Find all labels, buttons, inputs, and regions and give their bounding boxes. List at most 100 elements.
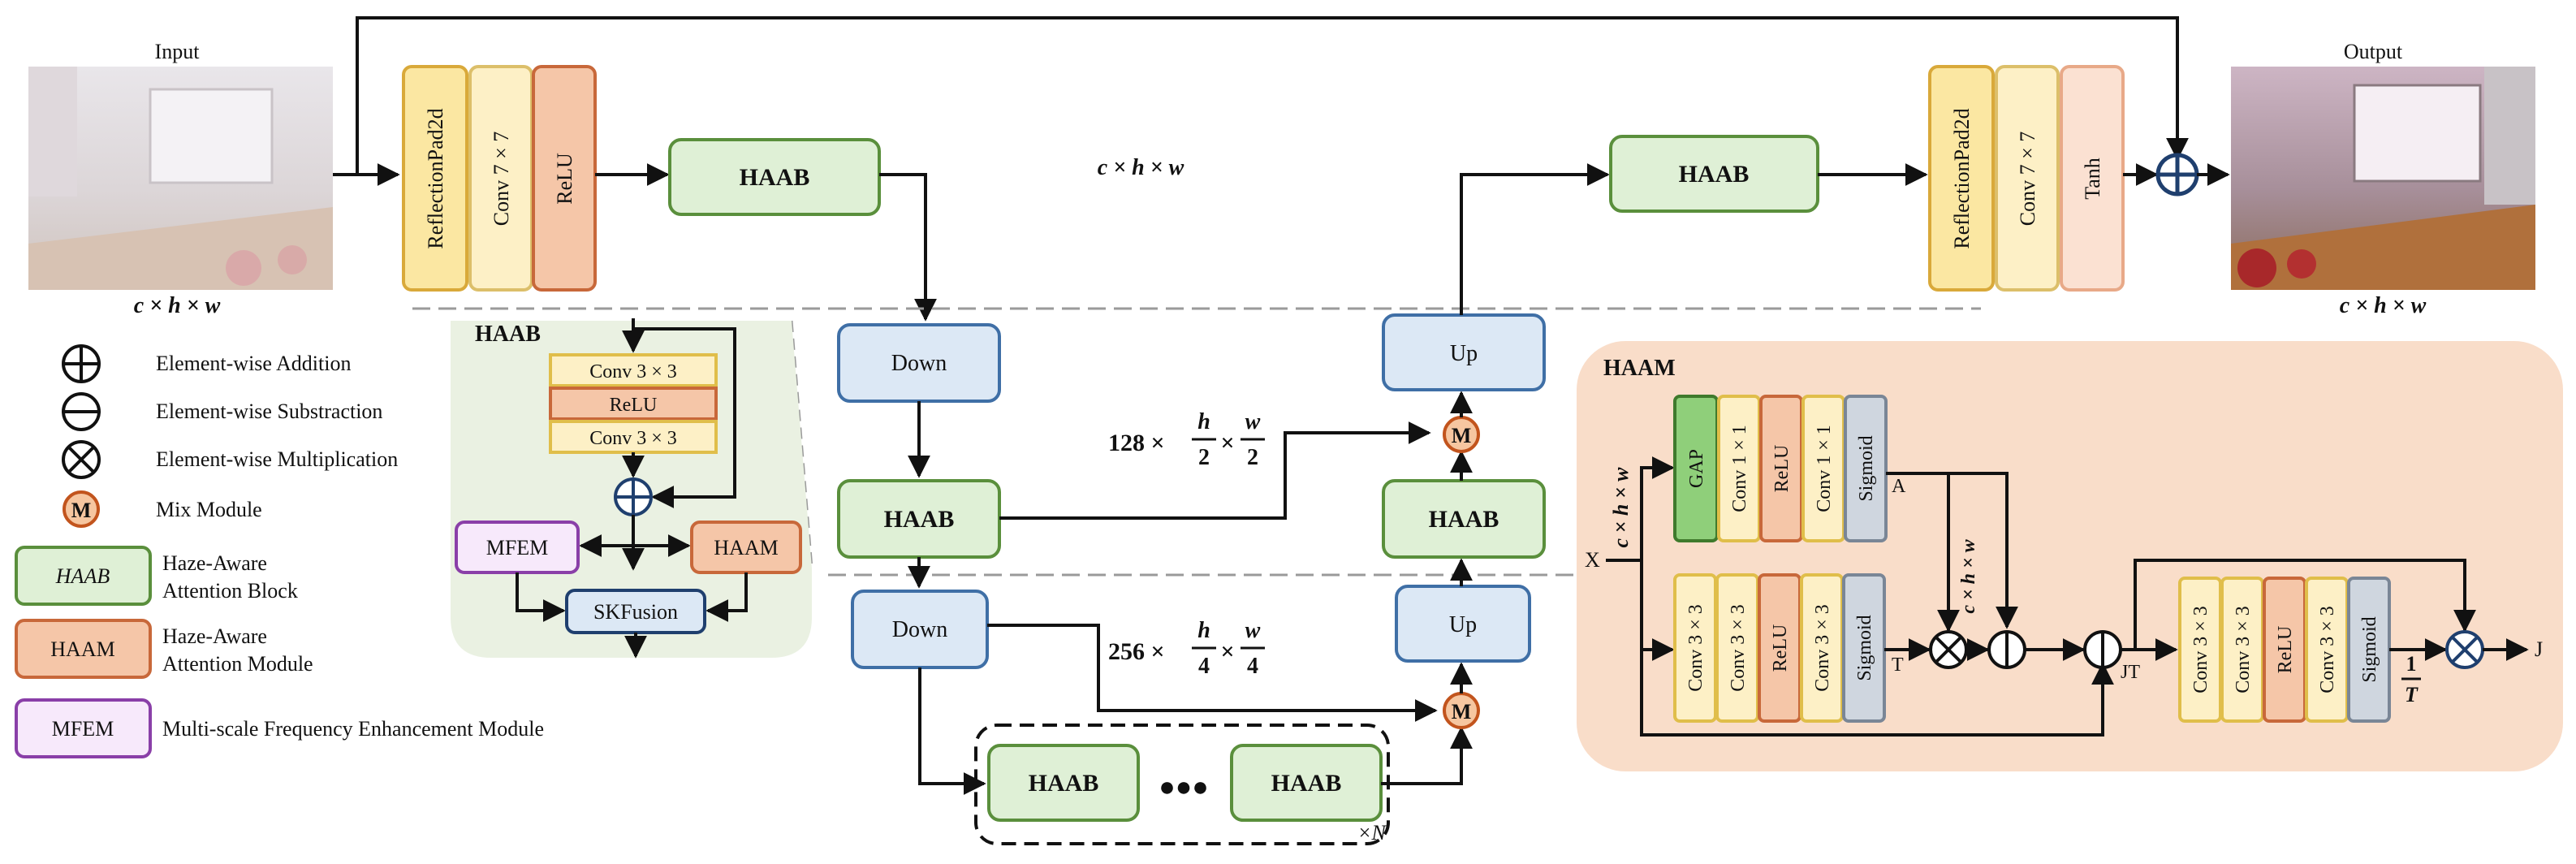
svg-text:Conv 1 × 1: Conv 1 × 1 <box>1729 425 1750 512</box>
svg-text:M: M <box>1452 700 1472 724</box>
plus-circle-icon <box>62 344 101 383</box>
global-skip-connection <box>356 16 2189 175</box>
haab-detail-panel: HAAB Conv 3 × 3 ReLU Conv 3 × 3 MFEM <box>451 318 812 659</box>
svg-text:GAP: GAP <box>1686 449 1707 488</box>
haam-top-conv1-a: Conv 1 × 1 <box>1717 395 1761 542</box>
encoder-relu-block: ReLU <box>532 65 597 292</box>
svg-text:×: × <box>1220 638 1234 665</box>
svg-text:Conv 3 × 3: Conv 3 × 3 <box>2233 606 2254 693</box>
svg-text:HAAB: HAAB <box>884 506 955 533</box>
svg-text:Sigmoid: Sigmoid <box>1856 435 1877 501</box>
svg-text:ReflectionPad2d: ReflectionPad2d <box>424 108 447 248</box>
output-dim-label: c × h × w <box>2340 293 2427 318</box>
svg-text:Conv 7 × 7: Conv 7 × 7 <box>490 132 513 227</box>
svg-text:Sigmoid: Sigmoid <box>2359 616 2380 682</box>
haam-label-j: J <box>2535 637 2543 661</box>
svg-text:h: h <box>1197 618 1210 643</box>
output-image <box>2231 67 2535 290</box>
haam-reciprocal-label: 1 T <box>2401 652 2421 706</box>
svg-text:MFEM: MFEM <box>486 536 549 559</box>
down-block-1: Down <box>837 323 1001 403</box>
haam-label-t: T <box>1892 654 1904 676</box>
decoder-conv7-block: Conv 7 × 7 <box>1995 65 2060 292</box>
haam-multiply-op <box>1929 630 1968 669</box>
svg-text:HAAM: HAAM <box>714 536 778 559</box>
mix-module-1: M <box>1443 416 1480 453</box>
haab-block-encoder-top: HAAB <box>668 138 881 216</box>
svg-text:ReLU: ReLU <box>610 395 658 416</box>
svg-text:ReflectionPad2d: ReflectionPad2d <box>1950 108 1974 248</box>
haab-block-bottom-1: HAAB <box>987 744 1140 822</box>
legend-label-haam-2: Attention Module <box>162 652 313 676</box>
decoder-reflectionpad-block: ReflectionPad2d <box>1928 65 1995 292</box>
haab-legend-box-icon: HAAB <box>15 546 152 606</box>
legend-label-mfem: Multi-scale Frequency Enhancement Module <box>162 717 544 741</box>
svg-text:Tanh: Tanh <box>2081 158 2104 200</box>
svg-text:Conv 7 × 7: Conv 7 × 7 <box>2016 132 2039 227</box>
legend-label-haab-2: Attention Block <box>162 579 298 603</box>
svg-text:Down: Down <box>892 617 947 642</box>
times-circle-icon <box>62 440 101 479</box>
svg-text:4: 4 <box>1247 654 1258 679</box>
haam-mid-sigmoid: Sigmoid <box>1842 573 1886 723</box>
haab-block-bottom-n: HAAB <box>1230 744 1383 822</box>
haab-block-encoder-mid: HAAB <box>837 479 1001 559</box>
mix-module-2: M <box>1443 692 1480 729</box>
haam-detail-title: HAAM <box>1603 356 1676 381</box>
legend-label-substraction: Element-wise Substraction <box>156 400 382 423</box>
svg-text:MFEM: MFEM <box>52 717 114 741</box>
legend-label-multiplication: Element-wise Multiplication <box>156 447 398 471</box>
legend-label-addition: Element-wise Addition <box>156 352 351 375</box>
haab-conv3-bottom: Conv 3 × 3 <box>549 420 718 454</box>
svg-text:Conv 3 × 3: Conv 3 × 3 <box>1685 604 1707 692</box>
encoder-conv7-block: Conv 7 × 7 <box>468 65 533 292</box>
svg-text:Conv 3 × 3: Conv 3 × 3 <box>589 428 677 449</box>
svg-text:SKFusion: SKFusion <box>593 600 678 624</box>
ellipsis-dots: ●●● <box>1159 772 1209 802</box>
svg-text:M: M <box>1452 424 1472 447</box>
haab-haam-block: HAAM <box>690 521 802 574</box>
svg-text:Conv 1 × 1: Conv 1 × 1 <box>1814 425 1835 512</box>
input-label: Input <box>155 40 201 63</box>
svg-text:Conv 3 × 3: Conv 3 × 3 <box>2190 606 2211 693</box>
svg-text:Up: Up <box>1449 612 1477 637</box>
svg-text:128 ×: 128 × <box>1108 430 1165 456</box>
svg-text:HAAB: HAAB <box>1429 506 1499 533</box>
haam-label-jt: JT <box>2121 662 2140 683</box>
svg-text:2: 2 <box>1198 445 1210 470</box>
svg-text:HAAM: HAAM <box>50 637 114 661</box>
svg-text:256 ×: 256 × <box>1108 638 1165 665</box>
svg-text:ReLU: ReLU <box>1771 445 1793 493</box>
decoder-tanh-block: Tanh <box>2060 65 2125 292</box>
minus-circle-icon <box>62 392 101 431</box>
svg-text:Up: Up <box>1450 341 1478 366</box>
svg-text:1: 1 <box>2406 652 2417 676</box>
haam-detail-panel: HAAM X c × h × w GAP Conv 1 × 1 ReLU Con… <box>1577 341 2563 771</box>
svg-text:T: T <box>2405 683 2419 706</box>
haab-block-decoder-mid: HAAB <box>1382 479 1546 559</box>
haam-mid-conv3-b: Conv 3 × 3 <box>1715 573 1759 723</box>
svg-text:4: 4 <box>1198 654 1210 679</box>
svg-text:HAAB: HAAB <box>1679 161 1750 188</box>
haam-label-x: X <box>1585 548 1600 572</box>
half-res-dim-label: 128 × h 2 × w 2 <box>1108 409 1265 470</box>
svg-text:HAAB: HAAB <box>55 564 110 588</box>
haam-right-relu: ReLU <box>2263 577 2306 723</box>
legend-label-haam-1: Haze-Aware <box>162 624 267 648</box>
haab-detail-title: HAAB <box>475 322 541 347</box>
haam-dim-mid: c × h × w <box>1958 538 1979 613</box>
haab-relu: ReLU <box>549 387 718 421</box>
quarter-res-dim-label: 256 × h 4 × w 4 <box>1108 618 1265 679</box>
svg-text:w: w <box>1245 618 1261 643</box>
svg-text:HAAB: HAAB <box>1029 770 1099 797</box>
haam-mid-conv3-c: Conv 3 × 3 <box>1800 573 1844 723</box>
haab-addition-op <box>614 477 653 516</box>
haab-block-decoder-top: HAAB <box>1609 135 1819 213</box>
input-dim-label: c × h × w <box>134 293 221 318</box>
haam-mid-relu: ReLU <box>1758 573 1801 723</box>
encoder-reflectionpad-block: ReflectionPad2d <box>402 65 468 292</box>
haam-top-relu: ReLU <box>1759 395 1803 542</box>
haam-right-conv3-b: Conv 3 × 3 <box>2220 577 2264 723</box>
svg-text:Conv 3 × 3: Conv 3 × 3 <box>1812 604 1833 692</box>
svg-text:ReLU: ReLU <box>1770 624 1791 672</box>
